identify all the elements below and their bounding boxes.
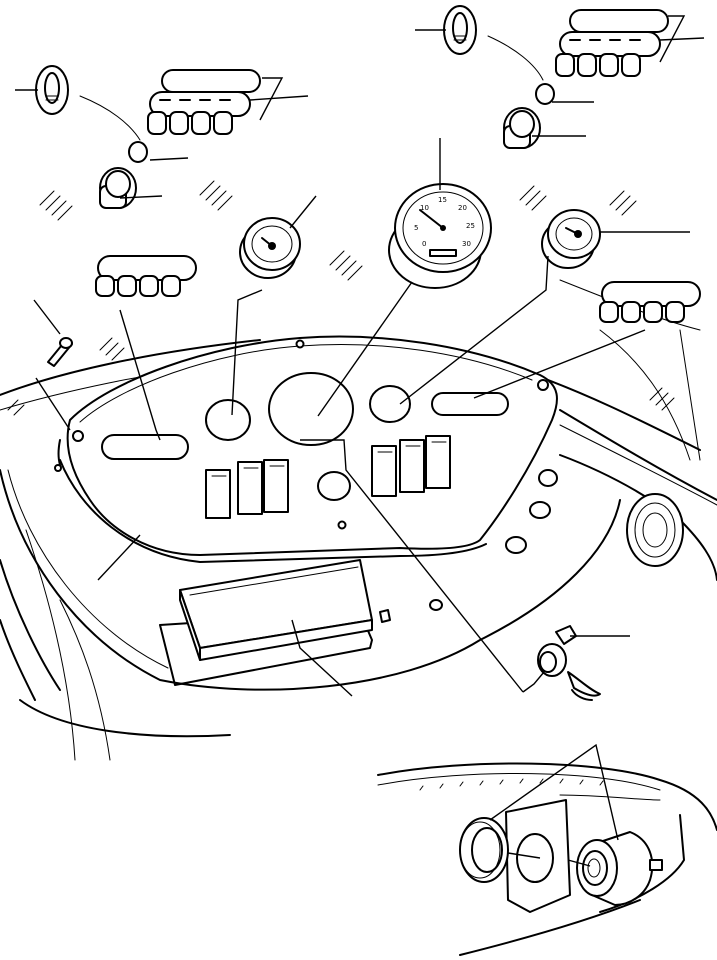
mounting-plate xyxy=(505,799,571,913)
leader-lines xyxy=(15,15,705,697)
lamp-bar-right xyxy=(599,281,701,323)
side-bosses xyxy=(429,469,684,611)
main-gauge: 0 5 10 15 20 25 30 xyxy=(388,183,492,289)
ignition-switch xyxy=(537,625,601,701)
gauge-scale-25: 25 xyxy=(466,222,475,230)
warning-lamp-cluster-right xyxy=(555,9,669,77)
gauge-scale-0: 0 xyxy=(422,240,426,248)
hood-section-detail xyxy=(377,762,717,956)
shading-hatches xyxy=(7,180,675,416)
bulb-right xyxy=(443,5,544,81)
lower-leader-lines xyxy=(489,743,619,867)
gauge-scale-10: 10 xyxy=(420,204,429,212)
instrument-panel xyxy=(54,335,558,563)
lamp-bar-left xyxy=(95,255,197,297)
rotary-switch-knob xyxy=(576,831,663,906)
fuse-box xyxy=(159,559,391,686)
bulb-socket-right xyxy=(503,83,555,149)
gauge-scale-5: 5 xyxy=(414,224,418,232)
gauge-scale-20: 20 xyxy=(458,204,467,212)
gauge-scale-30: 30 xyxy=(462,240,471,248)
gauge-scale-15: 15 xyxy=(438,196,447,204)
small-gauge-left xyxy=(239,217,301,279)
screw xyxy=(47,337,73,367)
small-gauge-right xyxy=(541,209,601,269)
warning-lamp-cluster-left xyxy=(147,69,261,135)
switch-bezel-ring xyxy=(459,817,509,883)
bulb-left xyxy=(35,65,141,141)
